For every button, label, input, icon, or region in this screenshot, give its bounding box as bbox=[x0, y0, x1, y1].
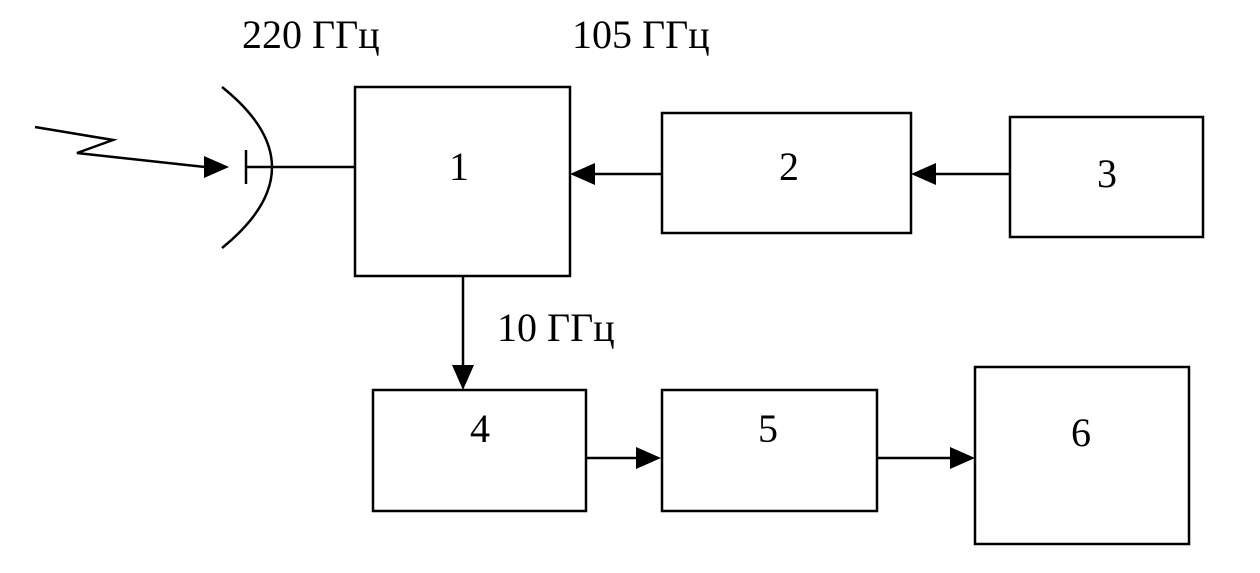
block-4: 4 bbox=[371, 388, 588, 513]
block-6-label: 6 bbox=[1071, 410, 1091, 455]
arrow-5-to-6 bbox=[877, 447, 975, 469]
block-2-label: 2 bbox=[779, 144, 799, 189]
block-2: 2 bbox=[660, 111, 913, 235]
signal-arrowhead bbox=[204, 156, 229, 178]
label-105-ghz: 105 ГГц bbox=[572, 12, 710, 57]
label-220-ghz: 220 ГГц bbox=[242, 12, 380, 57]
block-5-label: 5 bbox=[758, 406, 778, 451]
parabolic-antenna-icon bbox=[221, 86, 355, 249]
block-1-label: 1 bbox=[449, 144, 469, 189]
incoming-signal-zigzag-icon bbox=[34, 125, 229, 178]
block-4-label: 4 bbox=[470, 406, 490, 451]
block-5: 5 bbox=[660, 388, 879, 513]
arrow-2-to-1 bbox=[570, 163, 662, 185]
block-3: 3 bbox=[1008, 115, 1205, 239]
label-10-ghz: 10 ГГц bbox=[497, 305, 615, 350]
block-1: 1 bbox=[353, 85, 572, 278]
block-3-label: 3 bbox=[1097, 151, 1117, 196]
arrow-4-to-5 bbox=[586, 447, 661, 469]
block-6: 6 bbox=[973, 365, 1191, 546]
arrow-3-to-2 bbox=[911, 163, 1010, 185]
arrow-1-to-4 bbox=[452, 276, 474, 390]
